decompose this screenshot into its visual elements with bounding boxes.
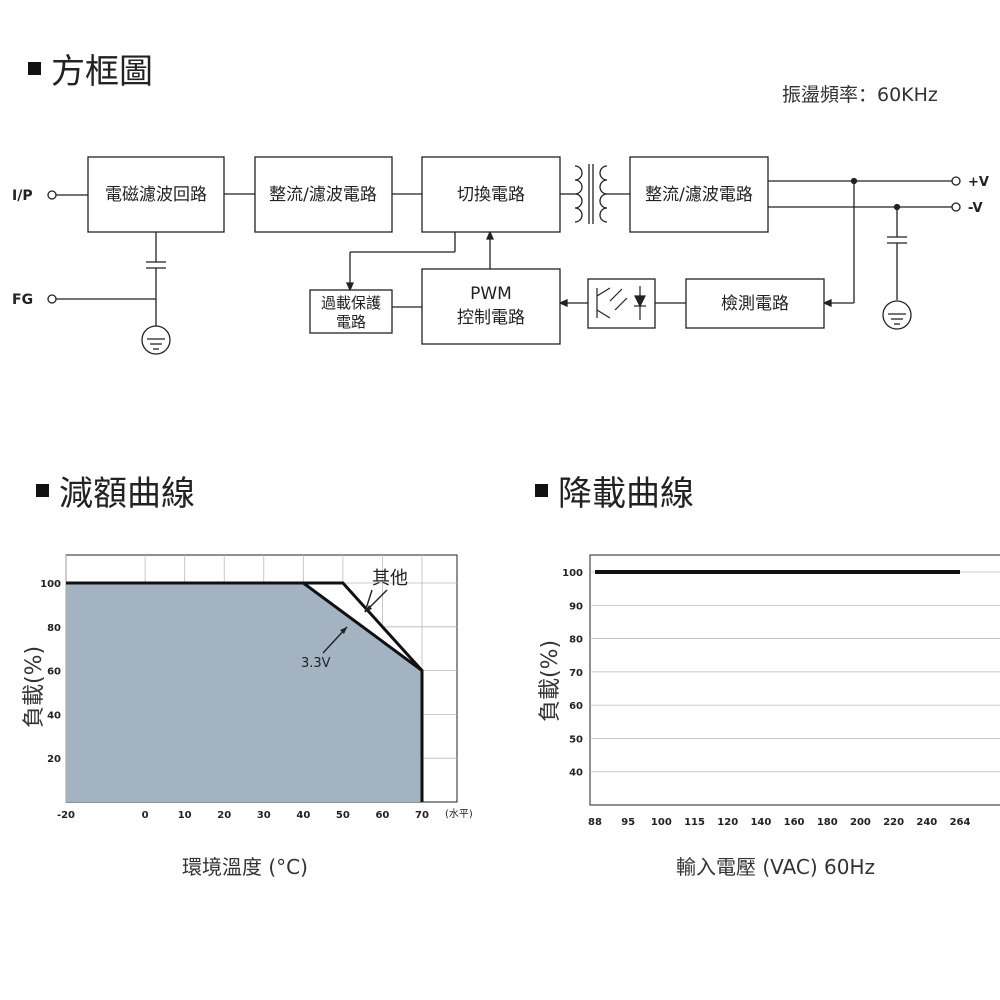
y-tick-label: 60: [569, 701, 583, 712]
oscillation-frequency: 振盪頻率：60KHz: [782, 84, 938, 106]
annotation-other: 其他: [372, 568, 408, 589]
detection-label: 檢測電路: [721, 294, 789, 314]
x-tick-label: 40: [296, 810, 310, 821]
y-tick-label: 80: [47, 623, 61, 634]
derating-x-label: 環境溫度 (°C): [182, 855, 308, 879]
y-tick-label: 70: [569, 668, 583, 679]
y-tick-label: 90: [569, 601, 583, 612]
transformer-icon: [574, 164, 608, 224]
series-area-3v3: [66, 583, 422, 802]
y-tick-label: 50: [569, 734, 583, 745]
series-line-3v3: [66, 581, 424, 802]
pwm-label-line1: PWM: [470, 284, 512, 304]
rectifier-1-label: 整流/濾波電路: [269, 185, 377, 205]
bullet-square-icon: [28, 62, 41, 75]
rectifier-block-2: [629, 156, 769, 233]
optocoupler-icon: [596, 286, 646, 320]
detection-block: [685, 278, 825, 329]
y-tick-label: 80: [569, 635, 583, 646]
fg-label: FG: [12, 292, 33, 308]
vplus-terminal: [951, 176, 961, 186]
switching-label: 切換電路: [457, 185, 525, 205]
ground-icon: [141, 325, 171, 355]
x-tick-label: 50: [336, 810, 350, 821]
annotation-3v3: 3.3V: [301, 656, 331, 671]
rectifier-block-1: [254, 156, 393, 233]
x-tick-label: 60: [375, 810, 389, 821]
fg-terminal: [47, 294, 57, 304]
ground-icon: [882, 300, 912, 330]
x-tick-label: 220: [883, 817, 904, 828]
static-x-label: 輸入電壓 (VAC) 60Hz: [676, 855, 876, 879]
vminus-label: -V: [968, 201, 983, 216]
x-tick-label: 88: [588, 817, 602, 828]
x-tick-label: 20: [217, 810, 231, 821]
emi-filter-block: [87, 156, 225, 233]
arrowhead-icon: [365, 605, 372, 612]
annotation-pointer: [364, 589, 373, 613]
derating-y-label: 負載(%): [22, 645, 47, 728]
bullet-square-icon: [535, 484, 548, 497]
y-tick-label: 100: [562, 568, 583, 579]
x-tick-label: 264: [950, 817, 971, 828]
x-tick-label: 0: [142, 810, 149, 821]
x-tick-label: 120: [717, 817, 738, 828]
olp-label-line2: 電路: [336, 313, 366, 331]
vplus-label: +V: [968, 175, 989, 190]
ip-terminal: [47, 190, 57, 200]
static-curve-chart: 100 90 80 70 60 50 40 88 95 100 115 120 140 160 180 200…: [562, 554, 1000, 828]
rectifier-2-label: 整流/濾波電路: [645, 185, 753, 205]
arrowhead-icon: [340, 627, 347, 634]
olp-label-line1: 過載保護: [321, 294, 381, 312]
x-tick-label: 160: [784, 817, 805, 828]
derating-heading: 減額曲線: [36, 466, 195, 515]
block-diagram: I/P FG +V -V 電磁濾波回路 整流/濾波電路 切換電路 整流/濾波電路…: [12, 156, 989, 355]
x-tick-label: 140: [750, 817, 771, 828]
x-tick-label: 200: [850, 817, 871, 828]
derating-chart: -20 0 10 20 30 40 50 60 70 100 80 60 40 20 (水平) 其他 3.…: [40, 554, 473, 821]
switching-block: [421, 156, 561, 233]
x-tick-label: 10: [178, 810, 192, 821]
x-tick-label: 70: [415, 810, 429, 821]
x-tick-label: 100: [651, 817, 672, 828]
y-tick-label: 20: [47, 754, 61, 765]
static-curve-heading: 降載曲線: [535, 466, 694, 515]
block-diagram-heading: 方框圖: [28, 44, 153, 93]
x-tick-label: 240: [916, 817, 937, 828]
y-tick-label: 40: [47, 710, 61, 721]
x-unit-note: (水平): [445, 808, 473, 820]
ip-label: I/P: [12, 188, 33, 204]
olp-block: [309, 289, 393, 334]
bullet-square-icon: [36, 484, 49, 497]
y-tick-label: 100: [40, 579, 61, 590]
y-tick-label: 40: [569, 768, 583, 779]
y-tick-label: 60: [47, 667, 61, 678]
x-tick-label: 30: [257, 810, 271, 821]
emi-filter-label: 電磁濾波回路: [105, 185, 207, 205]
x-tick-label: 95: [621, 817, 635, 828]
plot-frame: [589, 554, 1000, 806]
static-y-label: 負載(%): [538, 639, 563, 722]
x-tick-label: -20: [57, 810, 75, 821]
pwm-label-line2: 控制電路: [457, 308, 525, 328]
x-tick-label: 115: [684, 817, 705, 828]
pwm-block: [421, 268, 561, 345]
vminus-terminal: [951, 202, 961, 212]
x-tick-label: 180: [817, 817, 838, 828]
